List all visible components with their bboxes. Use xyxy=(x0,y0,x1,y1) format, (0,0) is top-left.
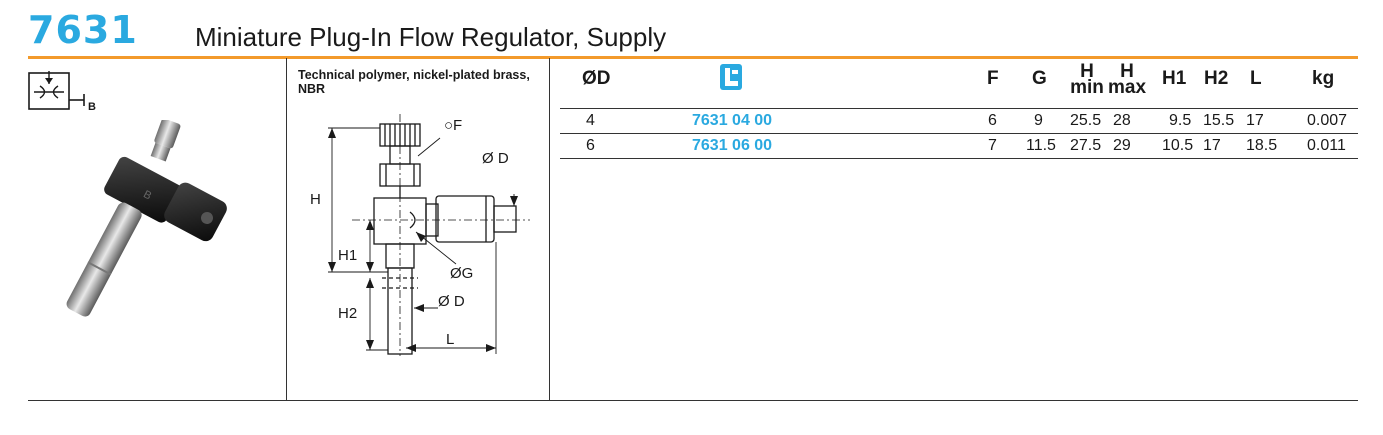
cell-h1: 10.5 xyxy=(1162,137,1194,154)
col-header-od: ØD xyxy=(582,68,611,89)
label-h2: H2 xyxy=(338,305,357,322)
page-header: 7631 Miniature Plug-In Flow Regulator, S… xyxy=(0,0,1383,58)
column-divider-2 xyxy=(549,58,550,400)
cell-h2: 15.5 xyxy=(1203,112,1235,129)
col-header-hmin: H min xyxy=(1070,61,1104,98)
header-rule xyxy=(28,56,1358,59)
cell-h1: 9.5 xyxy=(1169,112,1192,129)
label-d-top: Ø D xyxy=(482,150,509,167)
cell-hmin: 27.5 xyxy=(1070,137,1102,154)
cell-od: 6 xyxy=(586,137,595,154)
label-h: H xyxy=(310,191,321,208)
col-header-h1: H1 xyxy=(1162,68,1187,89)
table-row: 6 7631 06 00 7 11.5 27.5 29 10.5 17 18.5… xyxy=(560,134,1358,159)
material-description: Technical polymer, nickel-plated brass, … xyxy=(298,68,530,96)
col-header-hmax: H max xyxy=(1108,61,1147,98)
column-divider-1 xyxy=(286,58,287,400)
label-h1: H1 xyxy=(338,247,357,264)
cell-hmin: 25.5 xyxy=(1070,112,1102,129)
label-f: ○F xyxy=(444,117,462,134)
product-title: Miniature Plug-In Flow Regulator, Supply xyxy=(195,22,667,52)
cell-hmax: 29 xyxy=(1113,137,1131,154)
footer-rule xyxy=(28,400,1358,401)
label-l: L xyxy=(446,331,454,348)
cell-l: 18.5 xyxy=(1246,137,1278,154)
cell-f: 6 xyxy=(988,112,997,129)
cell-kg: 0.011 xyxy=(1307,137,1346,154)
cell-hmax: 28 xyxy=(1113,112,1131,129)
col-header-g: G xyxy=(1032,68,1047,89)
col-header-hmax-top: H xyxy=(1120,61,1134,82)
table-header-rule xyxy=(560,108,1358,109)
cell-f: 7 xyxy=(988,137,997,154)
table-row: 4 7631 04 00 6 9 25.5 28 9.5 15.5 17 0.0… xyxy=(560,109,1358,134)
cell-kg: 0.007 xyxy=(1307,112,1348,129)
cell-od: 4 xyxy=(586,112,595,129)
technical-drawing: ○F Ø D H H1 ØG Ø D H2 L xyxy=(310,114,530,356)
product-photo: B xyxy=(66,120,227,317)
cell-g: 9 xyxy=(1034,112,1043,129)
col-header-kg: kg xyxy=(1312,68,1335,89)
catalog-logo-icon xyxy=(720,64,742,90)
col-header-hmax-bottom: max xyxy=(1108,77,1147,98)
product-code: 7631 xyxy=(28,8,138,52)
cell-l: 17 xyxy=(1246,112,1264,129)
cell-h2: 17 xyxy=(1203,137,1221,154)
flow-regulator-symbol-icon: B xyxy=(28,71,96,113)
col-header-hmin-bottom: min xyxy=(1070,77,1104,98)
label-d-bottom: Ø D xyxy=(438,293,465,310)
col-header-l: L xyxy=(1250,68,1262,89)
col-header-hmin-top: H xyxy=(1080,61,1094,82)
symbol-letter: B xyxy=(88,101,96,113)
part-number-link[interactable]: 7631 06 00 xyxy=(692,137,773,154)
label-g: ØG xyxy=(450,265,473,282)
col-header-f: F xyxy=(987,68,999,89)
col-header-h2: H2 xyxy=(1204,68,1229,89)
part-number-link[interactable]: 7631 04 00 xyxy=(692,112,773,129)
cell-g: 11.5 xyxy=(1026,137,1056,154)
